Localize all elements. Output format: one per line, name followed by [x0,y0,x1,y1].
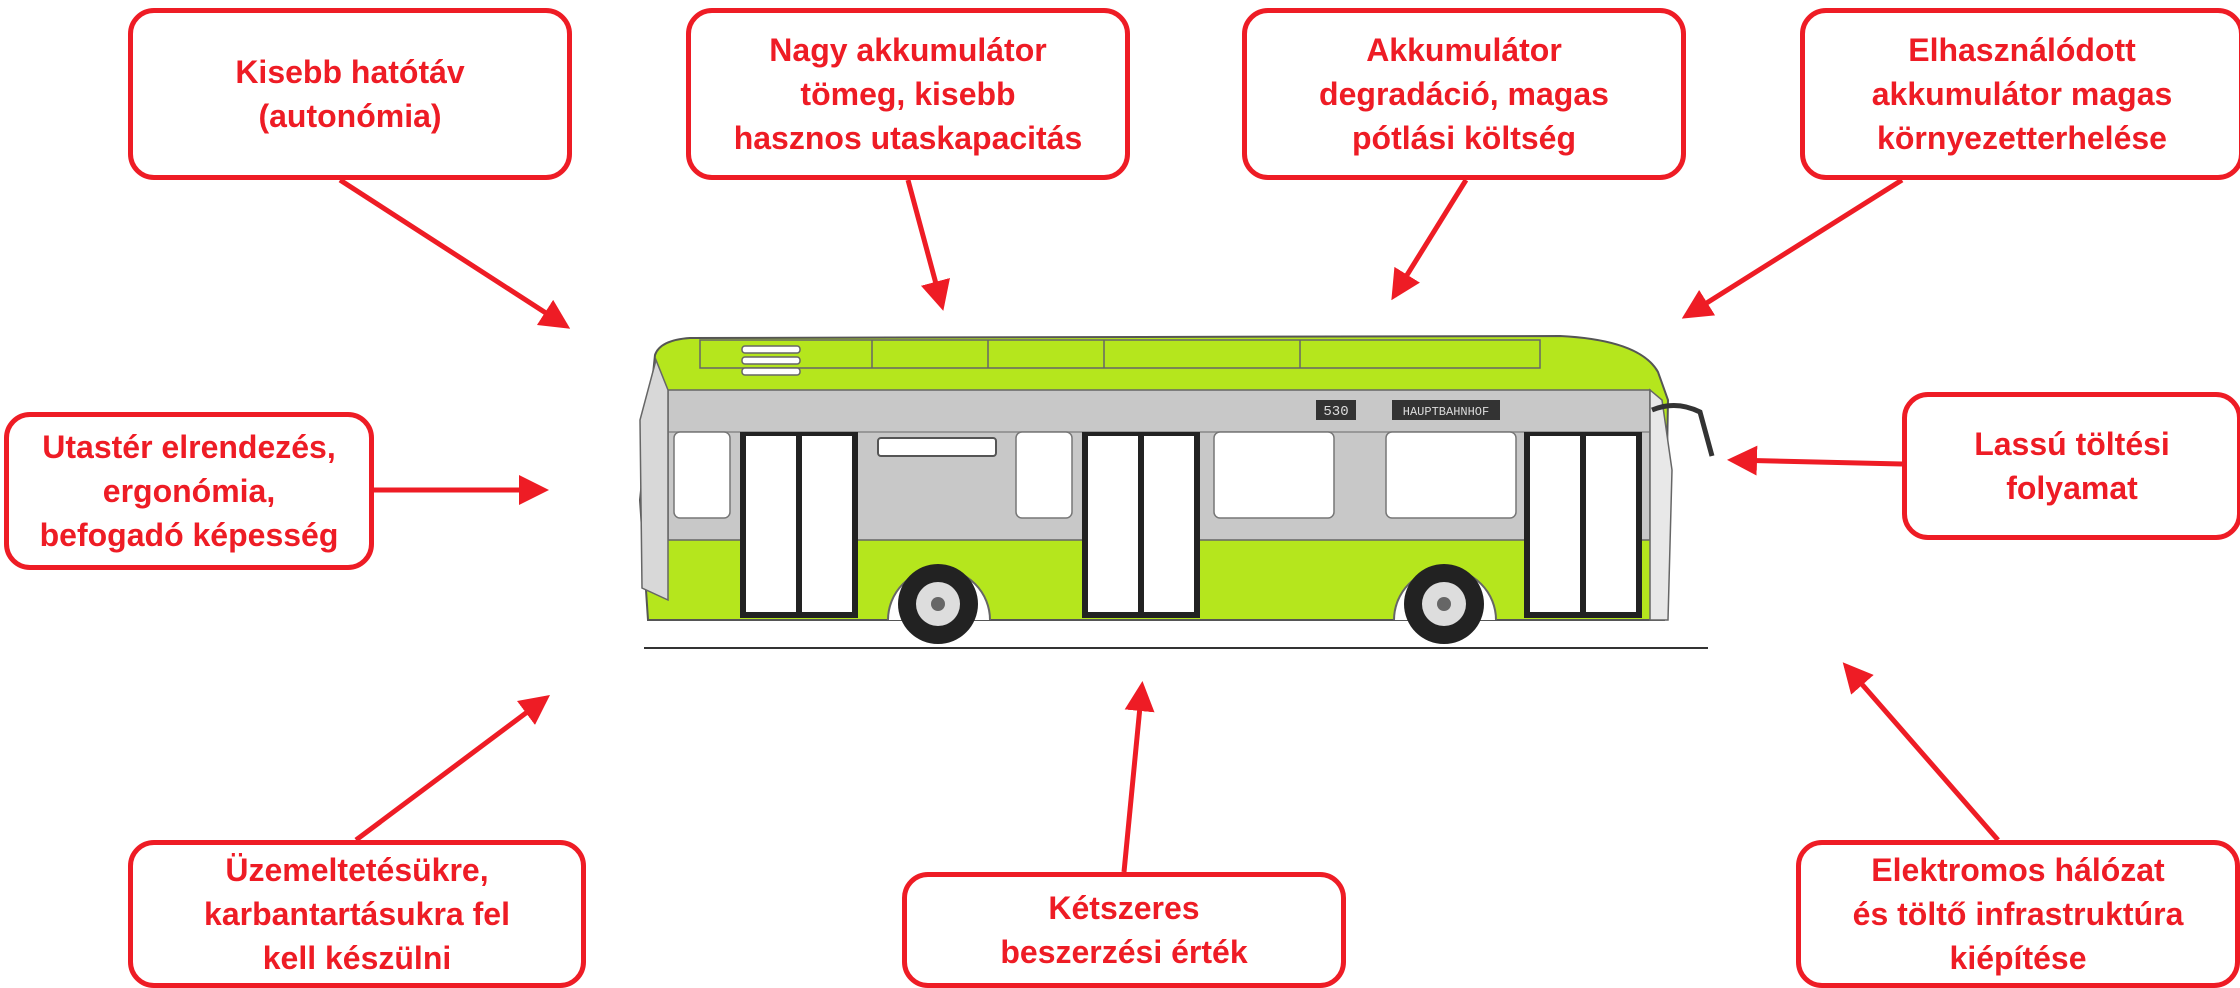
callout-line: Kétszeres [1048,890,1200,926]
door [1082,432,1200,618]
arrow-maintenance [354,695,551,843]
roof-vent [741,345,801,376]
callout-line: Elektromos hálózat [1871,852,2165,888]
bus-front [1649,388,1673,621]
arrow-slow-charging [1727,445,1903,476]
callout-line: Utastér elrendezés, [42,429,336,465]
arrow-grid-infrastructure [1842,662,2000,842]
callout-battery-degradation: Akkumulátor degradáció, magas pótlási költ… [1242,8,1686,180]
door [740,432,858,618]
callout-double-cost: Kétszeres beszerzési érték [902,872,1346,988]
callout-line: befogadó képesség [39,517,339,553]
door [1524,432,1642,618]
arrow-double-cost [1121,681,1155,873]
callout-line: Elhasználódott [1908,32,2136,68]
callout-slow-charging: Lassú töltési folyamat [1902,392,2240,540]
callout-line: beszerzési érték [1000,934,1248,970]
window [1385,431,1517,519]
callout-line: (autonómia) [258,98,442,134]
mirror [1651,403,1715,457]
callout-line: akkumulátor magas [1871,76,2173,112]
callout-smaller-range: Kisebb hatótáv (autonómia) [128,8,572,180]
route-number-display [1316,400,1356,420]
callout-line: Lassú töltési [1974,426,2170,462]
wheel [898,564,978,644]
callout-line: folyamat [2006,470,2138,506]
callout-line: tömeg, kisebb [800,76,1016,112]
callout-passenger-layout: Utastér elrendezés, ergonómia, befogadó ké… [4,412,374,570]
arrow-battery-environment [1681,177,1904,319]
window [673,431,731,519]
callout-line: karbantartásukra fel [204,896,510,932]
destination-text: HAUPTBAHNHOF [1403,405,1489,419]
callout-grid-infrastructure: Elektromos hálózat és töltő infrastruktúr… [1796,840,2240,988]
wheel [1404,564,1484,644]
callout-line: ergonómia, [102,473,276,509]
callout-battery-environment: Elhasználódott akkumulátor magas környezet… [1800,8,2240,180]
window [1015,431,1073,519]
destination-display [1392,400,1500,420]
arrow-battery-degradation [1391,178,1469,301]
callout-line: degradáció, magas [1319,76,1609,112]
bus-rear [639,357,669,602]
callout-battery-mass: Nagy akkumulátor tömeg, kisebb hasznos uta… [686,8,1130,180]
callout-line: pótlási költség [1351,120,1577,156]
window [1213,431,1335,519]
callout-line: és töltő infrastruktúra [1852,896,2184,932]
callout-line: Akkumulátor [1366,32,1562,68]
callout-line: környezetterhelése [1877,120,2167,156]
callout-line: kell készülni [262,940,452,976]
callout-line: Nagy akkumulátor [769,32,1047,68]
side-sign [877,437,997,457]
callout-line: kiépítése [1949,940,2087,976]
callout-line: Kisebb hatótáv [235,54,465,90]
roof-panel [699,339,1541,369]
callout-maintenance: Üzemeltetésükre, karbantartásukra fel kell… [128,840,586,988]
route-number: 530 [1323,404,1348,420]
arrow-smaller-range [338,177,571,329]
callout-line: Üzemeltetésükre, [225,852,489,888]
arrow-battery-mass [905,179,950,311]
callout-line: hasznos utaskapacitás [733,120,1083,156]
